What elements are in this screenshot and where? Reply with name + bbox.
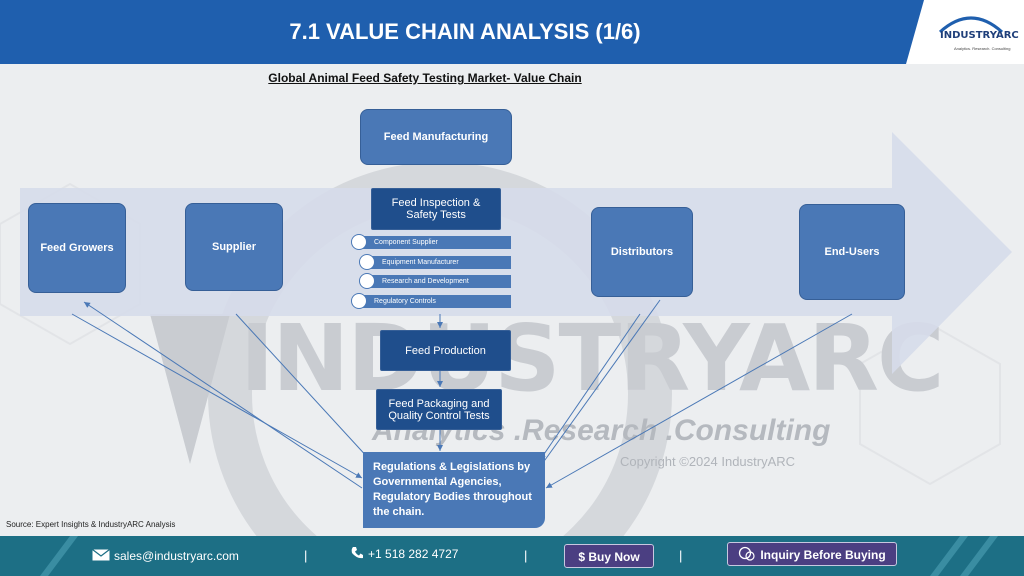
sub-item-regulatory-controls: Regulatory Controls <box>356 295 511 308</box>
sub-item-equipment-manufacturer: Equipment Manufacturer <box>364 256 511 269</box>
node-feed-growers: Feed Growers <box>28 203 126 293</box>
phone-link[interactable]: +1 518 282 4727 <box>350 534 458 574</box>
inquiry-label: Inquiry Before Buying <box>760 548 886 562</box>
page-title: 7.1 VALUE CHAIN ANALYSIS (1/6) <box>289 19 641 44</box>
phone-text: +1 518 282 4727 <box>368 547 459 561</box>
node-feed-production: Feed Production <box>380 330 511 371</box>
node-distributors: Distributors <box>591 207 693 297</box>
node-end-users: End-Users <box>799 204 905 300</box>
watermark-copyright: Copyright ©2024 IndustryARC <box>620 454 796 469</box>
footer-stripes <box>40 536 998 576</box>
chat-icon <box>739 546 755 561</box>
source-note: Source: Expert Insights & IndustryARC An… <box>6 520 176 529</box>
phone-icon <box>351 547 363 559</box>
bullet-icon <box>359 273 375 289</box>
footer-separator: | <box>524 548 528 563</box>
footer-separator: | <box>679 548 683 563</box>
email-link[interactable]: sales@industryarc.com <box>92 536 239 576</box>
logo-arc-icon <box>938 16 1004 34</box>
node-supplier: Supplier <box>185 203 283 291</box>
envelope-icon <box>92 549 110 561</box>
bullet-icon <box>351 234 367 250</box>
node-regulations: Regulations & Legislations by Government… <box>363 452 545 528</box>
sub-item-component-supplier: Component Supplier <box>356 236 511 249</box>
node-feed-inspection: Feed Inspection & Safety Tests <box>371 188 501 230</box>
header-bar: 7.1 VALUE CHAIN ANALYSIS (1/6) INDUSTRYA… <box>0 0 1024 64</box>
bullet-icon <box>359 254 375 270</box>
footer-bar: sales@industryarc.com | +1 518 282 4727 … <box>0 536 1024 576</box>
node-feed-manufacturing: Feed Manufacturing <box>360 109 512 165</box>
email-text: sales@industryarc.com <box>114 549 239 563</box>
logo-tagline: Analytics. Research. Consulting <box>954 46 1011 51</box>
logo: INDUSTRYARC Analytics. Research. Consult… <box>906 0 1024 64</box>
logo-text: INDUSTRYARC <box>940 30 1019 41</box>
footer-separator: | <box>304 548 308 563</box>
buy-now-button[interactable]: $ Buy Now <box>564 544 654 568</box>
node-feed-packaging: Feed Packaging and Quality Control Tests <box>376 389 502 430</box>
diagram-title: Global Animal Feed Safety Testing Market… <box>268 71 582 85</box>
sub-item-research-development: Research and Development <box>364 275 511 288</box>
bullet-icon <box>351 293 367 309</box>
inquiry-button[interactable]: Inquiry Before Buying <box>727 542 897 566</box>
